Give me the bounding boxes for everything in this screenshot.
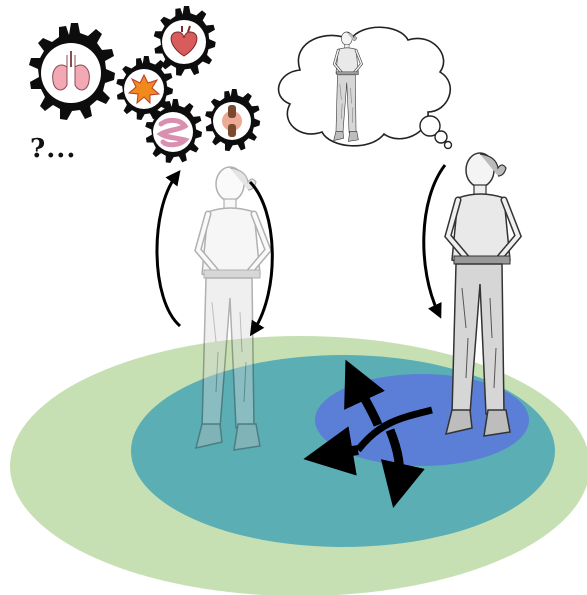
cycle-arrow-left (157, 176, 180, 326)
uncertainty-caption: ?... (30, 134, 76, 164)
thought-to-person-arrow (424, 165, 445, 312)
gear-lungs (29, 23, 115, 120)
thought-cloud (279, 27, 452, 148)
gear-joint (205, 89, 260, 151)
